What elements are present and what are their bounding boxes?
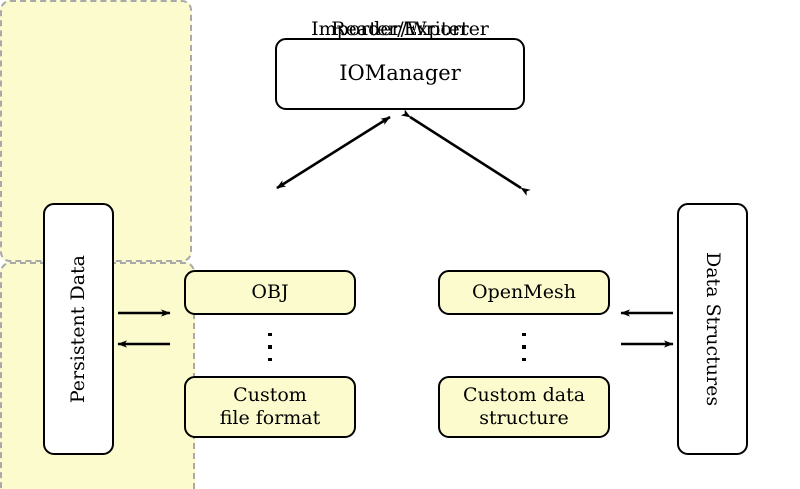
- ellipsis-dot: [268, 345, 272, 349]
- node-openmesh: OpenMesh: [438, 270, 610, 315]
- node-persistent-data-label: Persistent Data: [66, 254, 89, 404]
- node-obj-label: OBJ: [251, 280, 289, 303]
- node-obj: OBJ: [184, 270, 356, 315]
- ellipsis-importer-exporter: [514, 333, 534, 361]
- ellipsis-dot: [268, 333, 272, 337]
- node-data-structures-label: Data Structures: [702, 251, 725, 407]
- ellipsis-dot: [522, 357, 526, 361]
- node-iomanager: IOManager: [275, 38, 525, 110]
- node-iomanager-label: IOManager: [339, 61, 461, 86]
- node-openmesh-label: OpenMesh: [472, 280, 576, 303]
- ellipsis-reader-writer: [260, 333, 280, 361]
- node-persistent-data: Persistent Data: [43, 203, 114, 455]
- group-reader-writer-title: Reader/Writer: [331, 18, 469, 40]
- arrow-iomanager-importer-exporter: [400, 109, 531, 196]
- ellipsis-dot: [268, 357, 272, 361]
- arrow-iomanager-reader-writer: [276, 115, 391, 190]
- ellipsis-dot: [522, 333, 526, 337]
- group-importer-exporter-title: Importer/Exporter: [311, 18, 489, 40]
- ellipsis-dot: [522, 345, 526, 349]
- node-data-structures: Data Structures: [677, 203, 748, 455]
